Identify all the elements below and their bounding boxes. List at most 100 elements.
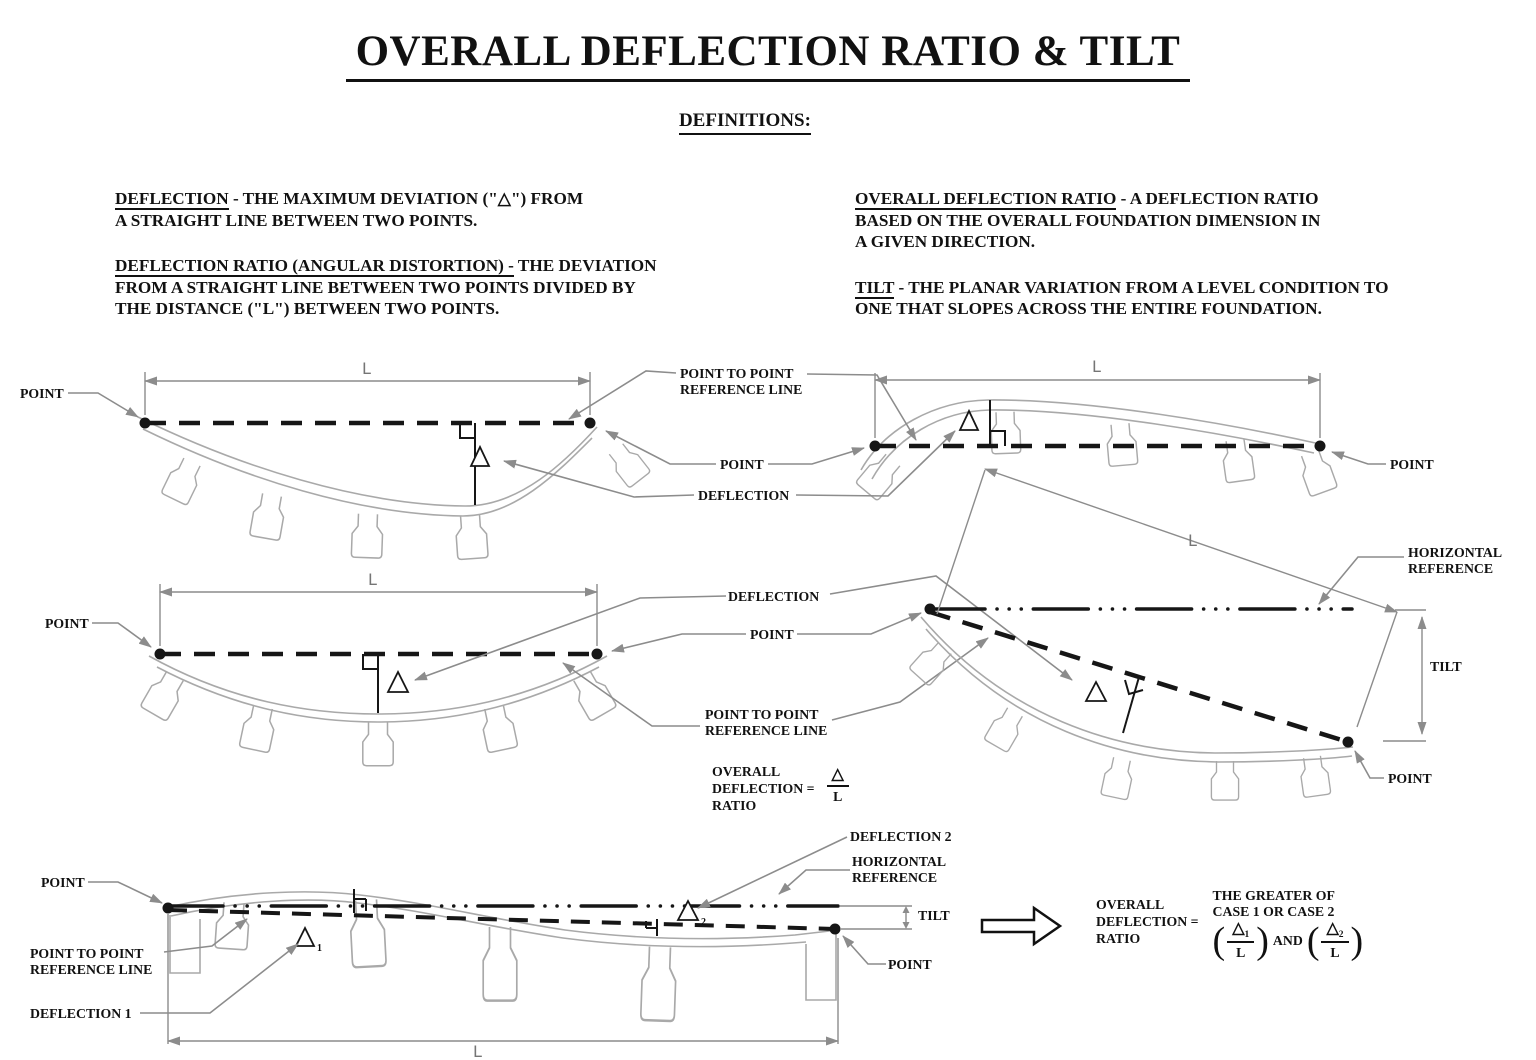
right-angle-icon — [362, 654, 378, 670]
tilt-arrow-icon — [902, 906, 910, 913]
definition-text: - THE PLANAR VARIATION FROM A LEVEL COND… — [894, 277, 1389, 297]
definition-text: A STRAIGHT LINE BETWEEN TWO POINTS. — [115, 210, 478, 230]
fraction-numerator: △ — [826, 766, 849, 787]
diagram-deflection-sag: L POINT — [20, 359, 652, 561]
deflection-triangle-icon — [1084, 680, 1108, 702]
point-marker — [139, 417, 151, 429]
dimension-label-L: L — [362, 359, 371, 378]
foundation-rib — [639, 945, 679, 1023]
leader-arrow — [88, 881, 163, 904]
foundation-rib — [362, 721, 394, 767]
deflection-measure-line — [1122, 676, 1140, 734]
definition-text: - THE MAXIMUM DEVIATION ("△") FROM — [228, 189, 584, 208]
diagram-deflection-dish: L POINT — [45, 570, 618, 767]
horizontal-reference-label: REFERENCE — [1408, 561, 1493, 576]
foundation-rib — [478, 703, 519, 754]
foundation-rib — [568, 667, 618, 723]
definition-text: - A DEFLECTION RATIO — [1116, 189, 1319, 208]
leader-arrow — [611, 633, 746, 653]
foundation-outline — [137, 416, 598, 507]
formula-text: RATIO — [712, 798, 757, 813]
point-to-point-label: POINT TO POINT — [30, 946, 143, 961]
definition-text: THE DISTANCE ("L") BETWEEN TWO POINTS. — [115, 299, 500, 318]
foundation-rib — [1210, 760, 1240, 801]
definitions-heading: DEFINITIONS: — [678, 110, 811, 135]
fraction-case-2: △2 L — [1321, 920, 1349, 961]
extension-line — [1383, 609, 1426, 742]
point-marker — [829, 923, 841, 935]
fraction-numerator: △2 — [1321, 920, 1349, 943]
extension-line — [936, 469, 1398, 728]
formula-text: THE GREATER OF — [1212, 888, 1335, 903]
extension-line — [144, 372, 591, 415]
definition-deflection-ratio: DEFLECTION RATIO (ANGULAR DISTORTION) - … — [115, 255, 657, 320]
page-title: OVERALL DEFLECTION RATIO & TILT — [345, 28, 1191, 83]
foundation-outline — [920, 616, 1354, 754]
definitions-heading-wrap: DEFINITIONS: — [0, 110, 1490, 135]
foundation-outline — [167, 891, 839, 940]
deflection-1-triangle-icon — [294, 925, 316, 947]
tilt-arrow-icon — [902, 922, 910, 929]
right-angle-icon — [645, 919, 658, 936]
foundation-outline — [156, 666, 600, 723]
leader-arrow — [842, 935, 886, 965]
leader-arrow — [605, 430, 716, 465]
dimension-label-L: L — [473, 1042, 482, 1060]
deflection-1-subscript: 1 — [317, 943, 322, 954]
foundation-rib — [214, 901, 251, 951]
point-marker — [591, 648, 603, 660]
deflection-2-subscript: 2 — [701, 917, 706, 928]
dimension-label-L: L — [368, 570, 377, 589]
foundation-rib — [454, 513, 489, 561]
foundation-outline — [148, 655, 608, 715]
formula-note: THE GREATER OF CASE 1 OR CASE 2 — [1213, 888, 1364, 920]
leader-arrow — [568, 370, 677, 420]
definition-text: BASED ON THE OVERALL FOUNDATION DIMENSIO… — [855, 210, 1321, 230]
point-to-point-label: REFERENCE LINE — [680, 382, 802, 397]
formula-text: CASE 1 OR CASE 2 — [1212, 904, 1335, 919]
leader-arrow — [503, 459, 695, 498]
point-marker — [584, 417, 596, 429]
definition-text: FROM A STRAIGHT LINE BETWEEN TWO POINTS … — [115, 277, 636, 297]
extension-line — [840, 905, 912, 930]
formula-lhs: OVERALL DEFLECTION = RATIO — [712, 763, 815, 814]
foundation-rib — [248, 491, 288, 542]
paren-open: ( — [1306, 919, 1320, 962]
definition-text: A GIVEN DIRECTION. — [855, 232, 1036, 251]
horizontal-reference-label: REFERENCE — [852, 870, 937, 885]
deflection-label: DEFLECTION — [698, 488, 789, 503]
right-angle-icon — [990, 430, 1006, 446]
right-angle-icon — [1124, 679, 1144, 696]
leader-arrow — [414, 595, 727, 681]
leader-arrow — [92, 622, 152, 648]
deflection-triangle-icon — [958, 408, 980, 431]
dimension-label-L: L — [1188, 531, 1197, 550]
point-label: POINT — [750, 627, 794, 642]
point-marker — [154, 648, 166, 660]
fraction-denominator: L — [833, 789, 843, 804]
fraction-numerator: △1 — [1227, 920, 1255, 943]
foundation-rib — [160, 454, 206, 507]
point-label: POINT — [45, 616, 89, 631]
formula-text: DEFLECTION = — [712, 781, 815, 796]
subscript: 2 — [1338, 930, 1344, 940]
overall-deflection-ratio-cases-formula: OVERALL DEFLECTION = RATIO THE GREATER O… — [1096, 888, 1363, 961]
fraction-denominator: L — [1236, 945, 1246, 960]
point-marker — [869, 440, 881, 452]
point-to-point-label: REFERENCE LINE — [705, 723, 827, 738]
definition-overall-deflection-ratio: OVERALL DEFLECTION RATIO - A DEFLECTION … — [855, 188, 1388, 253]
result-arrow-icon — [980, 905, 1063, 947]
foundation-rib — [139, 667, 189, 723]
leader-arrow — [697, 836, 848, 909]
deflection-triangle-icon — [386, 669, 410, 693]
foundation-outline — [925, 628, 1353, 763]
deflection-2-triangle-icon — [676, 899, 700, 921]
leader-arrow — [797, 612, 922, 635]
leader-arrow — [1318, 556, 1404, 605]
tilt-label: TILT — [918, 908, 950, 923]
foundation-rib — [604, 439, 652, 489]
diagram-deflection-heave: L POINT — [854, 357, 1434, 502]
overall-deflection-ratio-formula: OVERALL DEFLECTION = RATIO △ L — [712, 763, 849, 814]
dimension-line — [984, 468, 1398, 613]
